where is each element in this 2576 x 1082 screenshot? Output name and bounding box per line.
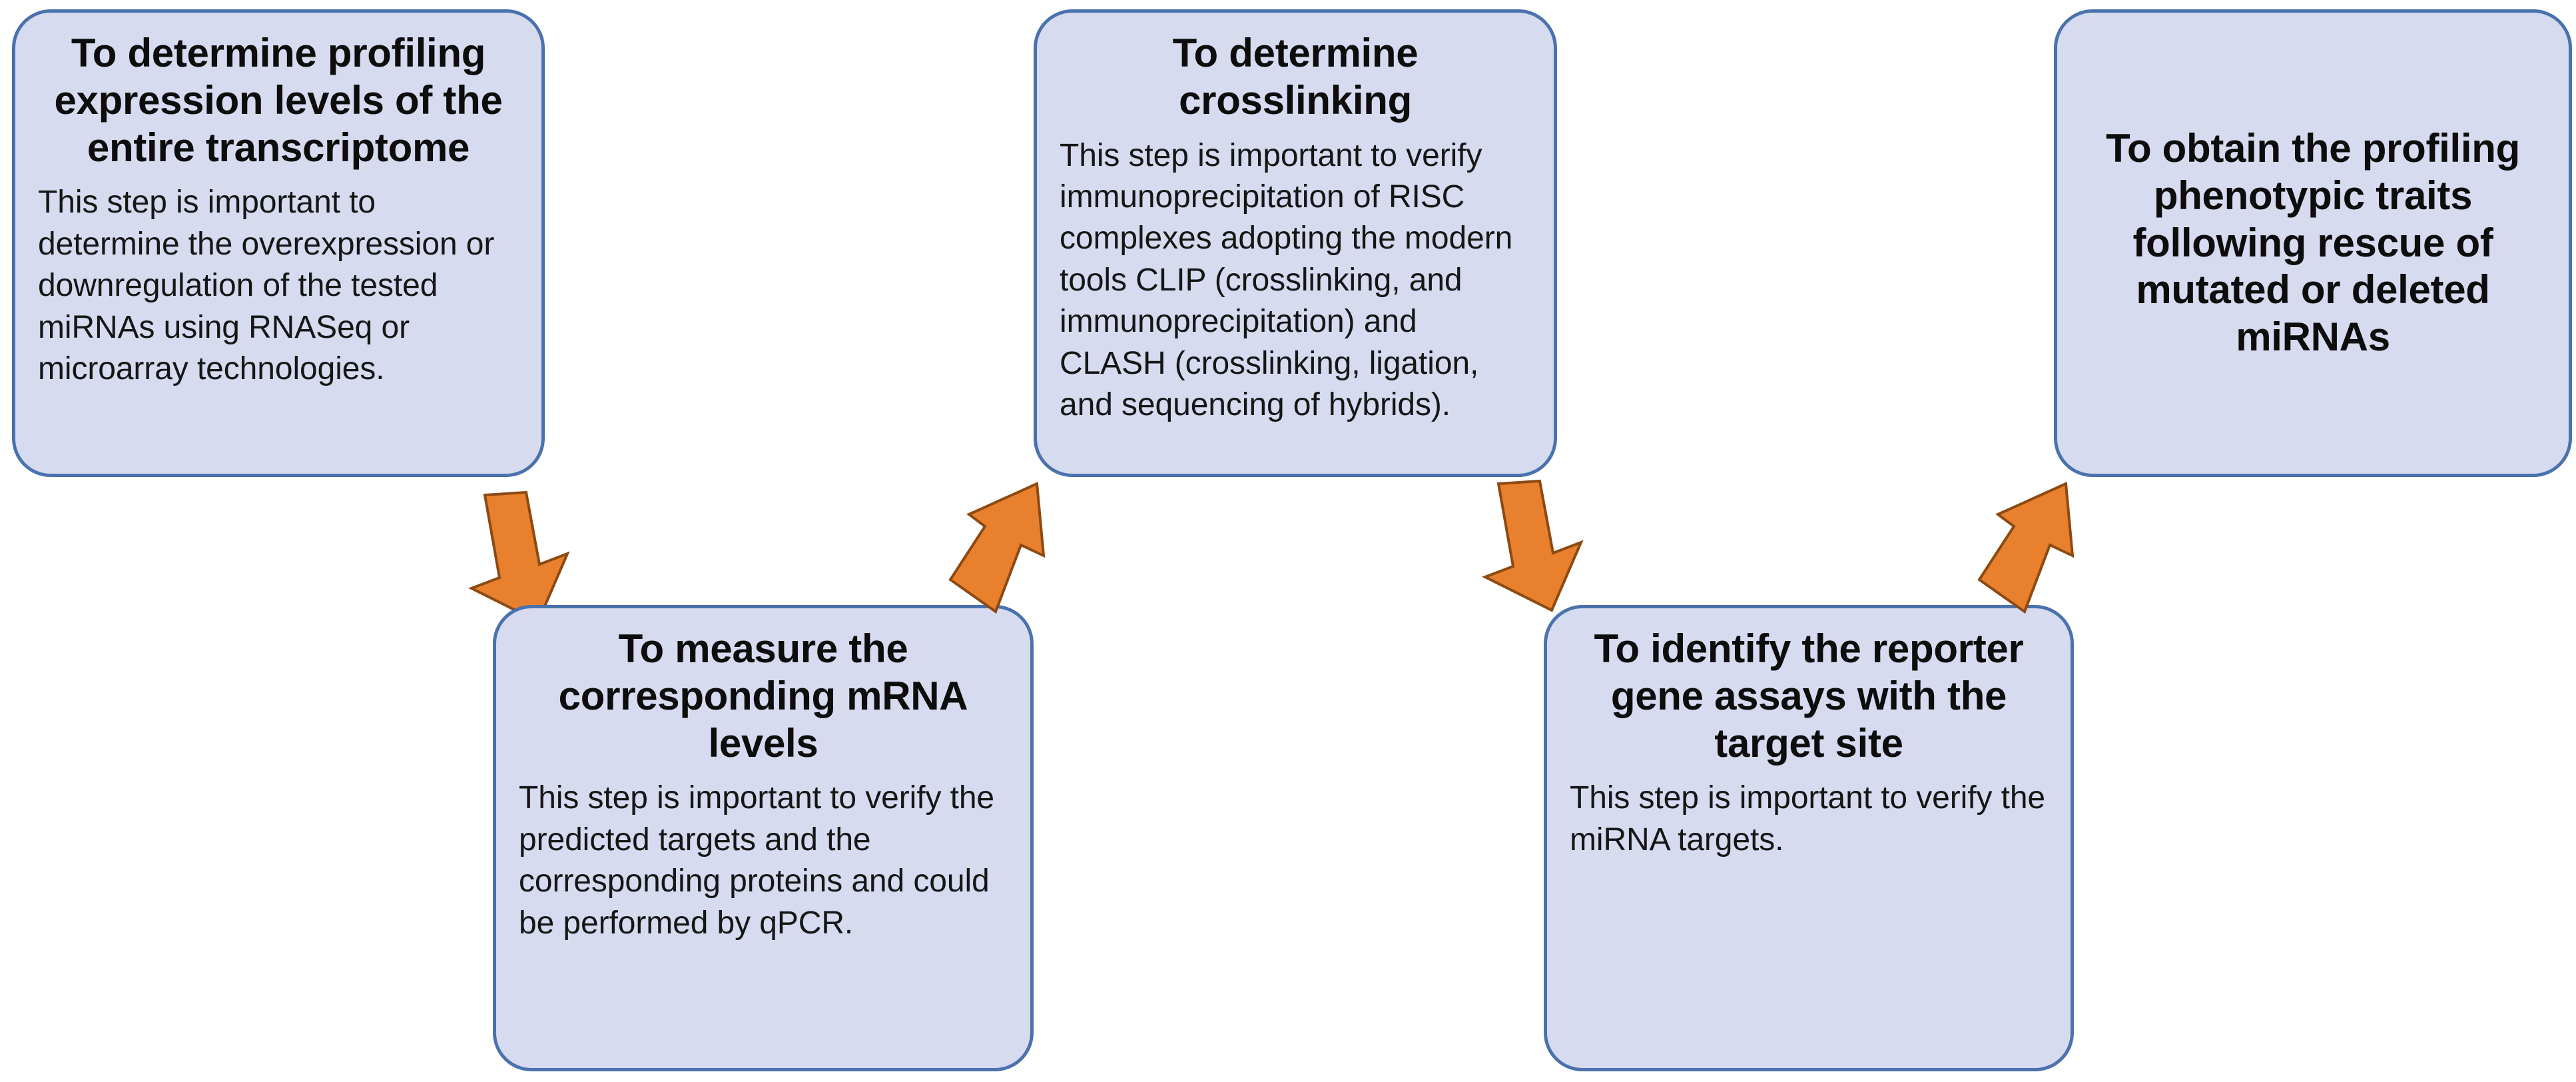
step-3-body: This step is important to verify immunop… <box>1060 137 1513 422</box>
step-box-5[interactable]: To obtain the profiling phenotypic trait… <box>2054 9 2572 477</box>
block-arrow-up-right-icon <box>948 482 1046 614</box>
step-2-title: To measure the corresponding mRNA levels <box>558 626 968 766</box>
step-2-body: This step is important to verify the pre… <box>519 780 995 941</box>
step-1-body: This step is important to determine the … <box>38 185 495 386</box>
step-box-1[interactable]: To determine profiling expression levels… <box>12 9 545 477</box>
connector-arrow-2 <box>942 474 1059 620</box>
block-arrow-up-right-icon <box>1977 482 2075 614</box>
step-box-3[interactable]: To determine crosslinking This step is i… <box>1034 9 1557 477</box>
step-4-title: To identify the reporter gene assays wit… <box>1594 626 2024 766</box>
step-5-title: To obtain the profiling phenotypic trait… <box>2106 126 2520 360</box>
block-arrow-down-right-icon <box>468 490 570 624</box>
block-arrow-down-right-icon <box>1482 479 1584 612</box>
connector-arrow-4 <box>1971 474 2088 620</box>
connector-arrow-1 <box>460 490 576 626</box>
step-1-title: To determine profiling expression levels… <box>54 31 503 170</box>
step-3-title: To determine crosslinking <box>1172 31 1419 123</box>
step-4-body: This step is important to verify the miR… <box>1570 780 2046 857</box>
step-box-2[interactable]: To measure the corresponding mRNA levels… <box>493 605 1034 1071</box>
step-box-4[interactable]: To identify the reporter gene assays wit… <box>1544 605 2074 1071</box>
connector-arrow-3 <box>1473 478 1590 615</box>
